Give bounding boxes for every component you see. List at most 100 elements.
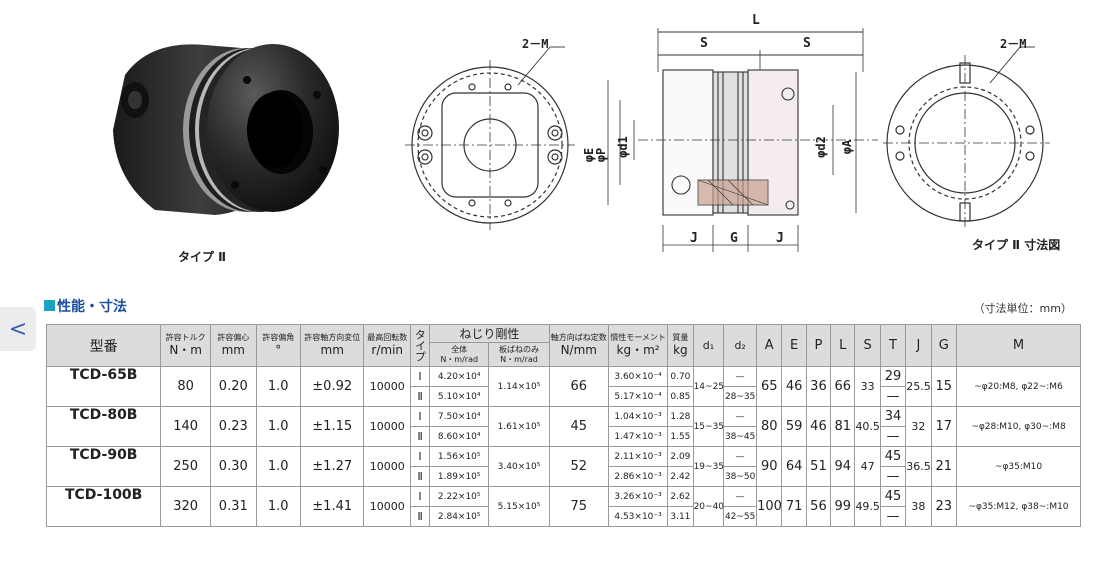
dim-G: G: [730, 231, 738, 246]
cell-angle: 1.0: [255, 406, 301, 447]
cell-T1: 34: [879, 406, 907, 427]
cell-A: 80: [756, 406, 783, 447]
header-torsion-all-label: 全体: [451, 344, 468, 354]
cell-A: 65: [756, 366, 783, 407]
header-torsion-spring-label: 板ばねのみ: [498, 344, 539, 354]
header-axial-label: 許容軸方向変位: [304, 333, 361, 342]
cell-T2: —: [879, 506, 907, 527]
cell-tor_all2: 1.89×10⁵: [429, 466, 490, 487]
header-axial-spring-label: 軸方向ばね定数: [550, 333, 607, 342]
cell-model: TCD-65B: [45, 366, 162, 407]
cell-A: 90: [756, 446, 783, 487]
cell-angle: 1.0: [255, 366, 301, 407]
cell-L: 81: [830, 406, 856, 447]
cell-eccentric: 0.23: [210, 406, 257, 447]
cell-E: 71: [781, 486, 807, 527]
header-inertia-unit: kg・m²: [616, 343, 660, 357]
dim-J-right: J: [776, 231, 784, 246]
header-d2: d₂: [723, 324, 758, 367]
back-button[interactable]: <: [0, 307, 36, 351]
section-title-text: 性能・寸法: [57, 299, 127, 315]
cell-model: TCD-80B: [45, 406, 162, 447]
header-G: G: [930, 324, 958, 367]
header-axial-spring-unit: N/mm: [560, 343, 597, 357]
cell-S: 33: [854, 366, 881, 407]
unit-note: （寸法単位：mm）: [973, 302, 1072, 315]
cell-angle: 1.0: [255, 486, 301, 527]
header-torsion: ねじり剛性: [429, 324, 550, 343]
cell-L: 99: [830, 486, 856, 527]
cell-tor_all1: 4.20×10⁴: [429, 366, 490, 387]
header-angle-label: 許容偏角: [262, 333, 295, 342]
cell-d2a: —: [723, 486, 758, 507]
header-torque-label: 許容トルク: [165, 333, 206, 342]
cell-eccentric: 0.20: [210, 366, 257, 407]
cell-M: ~φ28:M10, φ30~:M8: [956, 406, 1081, 447]
cell-T2: —: [879, 386, 907, 407]
header-angle-unit: °: [275, 343, 282, 357]
cell-inertia1: 3.26×10⁻³: [607, 486, 669, 507]
cell-speed: 10000: [363, 486, 412, 527]
cell-type1: Ⅰ: [410, 446, 431, 467]
cell-d2a: —: [723, 446, 758, 467]
cell-T1: 29: [879, 366, 907, 387]
cell-J: 25.5: [905, 366, 932, 407]
drawing-caption: タイプ Ⅱ 寸法図: [972, 238, 1061, 252]
cell-eccentric: 0.30: [210, 446, 257, 487]
dim-J-left: J: [690, 231, 698, 246]
dim-S-right: S: [803, 36, 811, 51]
header-T: T: [879, 324, 907, 367]
cell-P: 51: [805, 446, 832, 487]
cell-axial: ±1.41: [299, 486, 365, 527]
cell-inertia1: 3.60×10⁻⁴: [607, 366, 669, 387]
cell-speed: 10000: [363, 446, 412, 487]
cell-type2: Ⅱ: [410, 426, 431, 447]
cell-M: ~φ20:M8, φ22~:M6: [956, 366, 1081, 407]
cell-model: TCD-100B: [45, 486, 162, 527]
front-m-label: 2－M: [522, 37, 549, 51]
cell-mass1: 0.70: [667, 366, 694, 387]
cell-T2: —: [879, 426, 907, 447]
header-d1: d₁: [692, 324, 725, 367]
cell-P: 56: [805, 486, 832, 527]
header-mass-unit: kg: [673, 343, 688, 357]
header-torsion-spring-unit: N・m/rad: [500, 354, 538, 364]
end-m-label: 2－M: [1000, 37, 1027, 51]
cell-E: 64: [781, 446, 807, 487]
cell-type2: Ⅱ: [410, 466, 431, 487]
header-E: E: [781, 324, 807, 367]
header-mass-label: 質量: [672, 333, 689, 342]
product-photo: [113, 44, 339, 215]
cell-mass2: 0.85: [667, 386, 694, 407]
cell-inertia1: 2.11×10⁻³: [607, 446, 669, 467]
cell-inertia2: 5.17×10⁻⁴: [607, 386, 669, 407]
cell-S: 49.5: [854, 486, 881, 527]
cell-d1: 15~35: [692, 406, 725, 447]
cell-type2: Ⅱ: [410, 386, 431, 407]
cell-axial_spring: 45: [548, 406, 609, 447]
cell-mass2: 1.55: [667, 426, 694, 447]
cell-tor_spring: 5.15×10⁵: [488, 486, 550, 527]
header-angle: 許容偏角°: [255, 324, 301, 367]
cell-axial_spring: 52: [548, 446, 609, 487]
dim-L: L: [752, 13, 760, 28]
cell-d1: 19~35: [692, 446, 725, 487]
header-model: 型番: [45, 324, 162, 367]
header-eccentric-label: 許容偏心: [217, 333, 250, 342]
cell-angle: 1.0: [255, 446, 301, 487]
cell-mass1: 2.09: [667, 446, 694, 467]
cell-d2b: 38~45: [723, 426, 758, 447]
cell-tor_all2: 2.84×10⁵: [429, 506, 490, 527]
cell-P: 36: [805, 366, 832, 407]
header-speed-unit: r/min: [371, 343, 404, 357]
cell-L: 66: [830, 366, 856, 407]
